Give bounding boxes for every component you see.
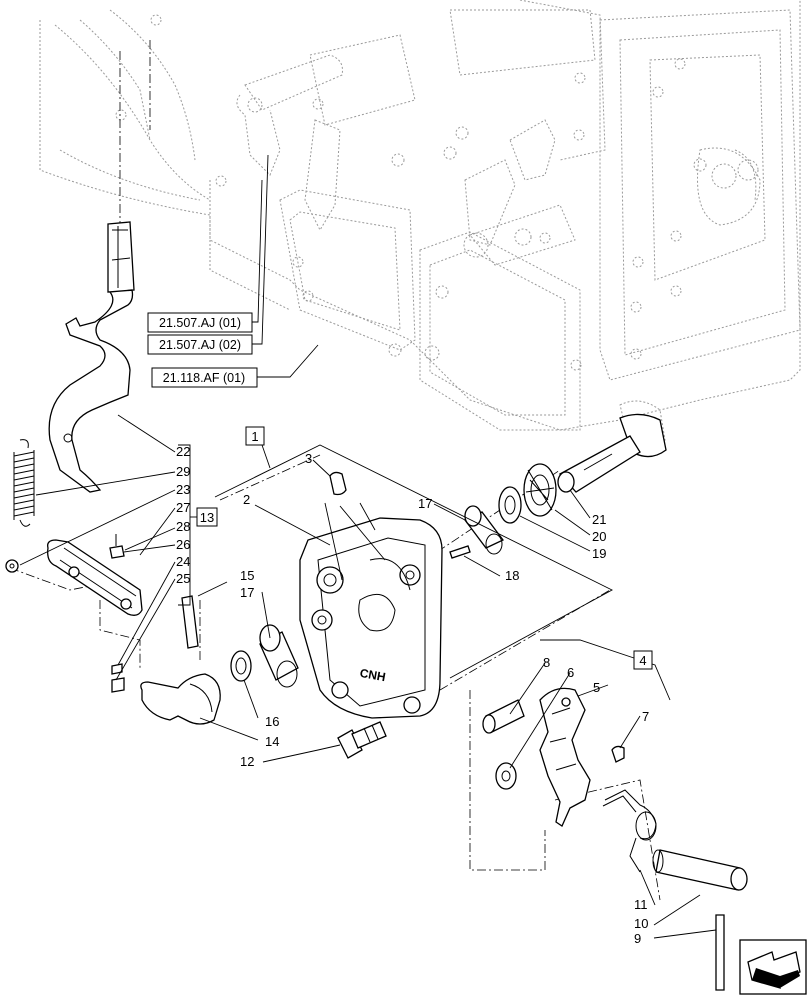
roller-part-6[interactable] (495, 762, 517, 790)
callout-14: 14 (265, 734, 279, 749)
group-label-1: 1 (251, 429, 258, 444)
callout-25: 25 (176, 571, 190, 586)
callout-3: 3 (305, 451, 312, 466)
callout-23: 23 (176, 482, 190, 497)
callout-numbers: 22 29 23 27 28 26 24 25 2 3 15 17 16 14 … (176, 444, 649, 946)
next-page-arrow-icon[interactable] (739, 939, 807, 995)
shaft-part-21[interactable] (557, 413, 667, 493)
link-part-27[interactable] (47, 539, 143, 616)
group-brackets: 13 1 4 (178, 426, 671, 701)
callout-8: 8 (543, 655, 550, 670)
callout-10: 10 (634, 916, 648, 931)
lever-part-14[interactable] (140, 673, 221, 725)
callout-19: 19 (592, 546, 606, 561)
hitch-lever-assembly (5, 40, 221, 725)
group-label-4: 4 (639, 653, 646, 668)
callout-11: 11 (634, 897, 648, 912)
clip-part-7[interactable] (611, 745, 625, 763)
callout-2: 2 (243, 492, 250, 507)
washer-part-19[interactable] (498, 486, 522, 524)
callout-28: 28 (176, 519, 190, 534)
transmission-housing-ghost (39, 0, 801, 450)
bolt-part-12[interactable] (337, 721, 387, 759)
reference-label-2: 21.507.AJ (02) (159, 338, 241, 352)
group-label-13: 13 (200, 510, 214, 525)
callout-29: 29 (176, 464, 190, 479)
callout-7: 7 (642, 709, 649, 724)
group-box-1[interactable] (245, 426, 265, 446)
latch-part-5[interactable] (539, 687, 591, 827)
callout-16: 16 (265, 714, 279, 729)
callout-18: 18 (505, 568, 519, 583)
reference-boxes: 21.507.AJ (01) 21.507.AJ (02) 21.118.AF … (147, 154, 319, 388)
pin-part-18[interactable] (449, 545, 471, 559)
nut-part-25[interactable] (111, 677, 125, 693)
callout-5: 5 (593, 680, 600, 695)
callout-20: 20 (592, 529, 606, 544)
reference-label-3: 21.118.AF (01) (163, 371, 245, 385)
pin-part-8[interactable] (482, 699, 525, 734)
callout-22: 22 (176, 444, 190, 459)
callout-17-lower: 17 (240, 585, 254, 600)
group-box-13[interactable] (196, 507, 218, 527)
callout-15: 15 (240, 568, 254, 583)
needle-bearing-part-17-upper[interactable] (464, 505, 504, 555)
reference-box-2[interactable] (147, 334, 253, 355)
screw-part-26[interactable] (109, 545, 125, 559)
callout-24: 24 (176, 554, 190, 569)
callout-26: 26 (176, 537, 190, 552)
washer-part-23[interactable] (5, 559, 19, 573)
leader-lines (19, 414, 717, 939)
needle-bearing-part-17-lower[interactable] (259, 624, 299, 688)
lever-part-22[interactable] (48, 221, 135, 493)
cover-plate-assembly: CNH (219, 413, 667, 759)
dowel-part-3[interactable] (329, 471, 347, 496)
reference-box-3[interactable] (151, 367, 258, 388)
pin-part-10[interactable] (652, 849, 748, 891)
reference-box-1[interactable] (147, 312, 253, 333)
callout-9: 9 (634, 931, 641, 946)
spring-part-29[interactable] (13, 439, 35, 527)
pin-part-15[interactable] (181, 595, 199, 649)
callout-17-upper: 17 (418, 496, 432, 511)
reference-label-1: 21.507.AJ (01) (159, 316, 241, 330)
roll-pin-part-9[interactable] (715, 914, 725, 991)
callout-27: 27 (176, 500, 190, 515)
callout-12: 12 (240, 754, 254, 769)
bushing-part-16[interactable] (230, 650, 252, 682)
cover-lettering: CNH (359, 666, 387, 684)
spring-part-11[interactable] (602, 789, 657, 873)
group-box-4[interactable] (633, 650, 653, 670)
callout-6: 6 (567, 665, 574, 680)
callout-21: 21 (592, 512, 606, 527)
latch-assembly (469, 687, 748, 991)
thrust-bearing-part-20[interactable] (523, 463, 557, 517)
